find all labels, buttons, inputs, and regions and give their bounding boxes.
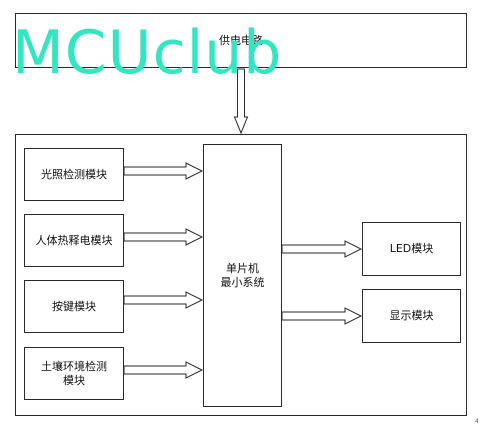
power-supply-label: 供电电路 — [219, 33, 263, 47]
arrow-light-to-mcu — [123, 162, 204, 180]
arrow-mcu-to-display — [281, 307, 363, 325]
pyroelectric-label: 人体热释电模块 — [35, 233, 113, 247]
arrow-soil-to-mcu — [123, 361, 204, 379]
power-supply-box: 供电电路 — [15, 13, 467, 68]
led-module-label: LED模块 — [389, 242, 434, 256]
light-detection-label: 光照检测模块 — [41, 167, 107, 181]
light-detection-module: 光照检测模块 — [24, 148, 124, 201]
page-mark: 4 — [475, 418, 479, 425]
arrow-power-to-mcu — [233, 68, 249, 135]
mcu-label: 单片机 最小系统 — [220, 261, 265, 289]
arrow-button-to-mcu — [123, 291, 204, 309]
mcuclub-watermark: MCUclub — [12, 18, 283, 88]
display-module-label: 显示模块 — [389, 309, 434, 323]
arrow-mcu-to-led — [281, 240, 363, 258]
soil-environment-module: 土壤环境检测 模块 — [24, 347, 124, 400]
soil-environment-label: 土壤环境检测 模块 — [41, 359, 107, 387]
pyroelectric-module: 人体热释电模块 — [24, 214, 124, 267]
button-module: 按键模块 — [24, 280, 124, 333]
button-module-label: 按键模块 — [52, 299, 96, 313]
arrow-pyro-to-mcu — [123, 228, 204, 246]
led-module: LED模块 — [362, 222, 461, 276]
mcu-box: 单片机 最小系统 — [203, 144, 282, 407]
display-module: 显示模块 — [362, 289, 461, 343]
